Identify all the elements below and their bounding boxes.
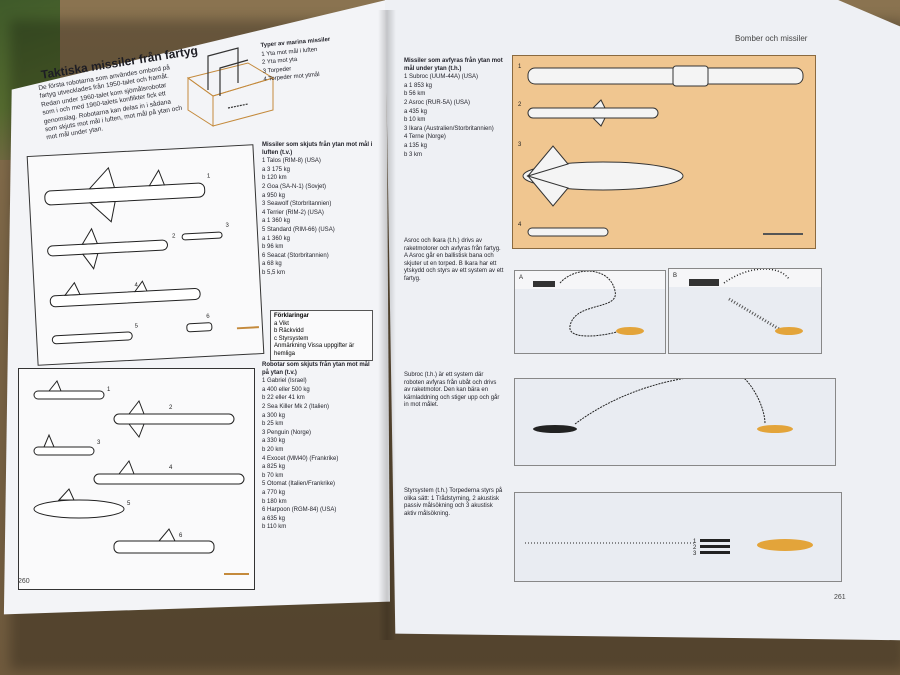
surface-missiles-text: Robotar som skjuts från ytan mot mål på … [262,362,374,533]
legend-title: Förklaringar [274,313,310,319]
surface-missile-entry: a 825 kg [262,464,286,471]
surface-missiles-box: 1 2 3 4 5 6 [18,368,255,590]
air-missile-label: 1 [207,173,211,179]
surface-missile-entry: 6 Harpoon (RGM-84) (USA) [262,507,337,514]
air-missile-entry: b 5,5 km [262,269,286,276]
air-missile-label: 3 [225,223,229,229]
surface-missile-entry: b 70 km [262,472,284,479]
guidance-label: 2 [693,545,697,551]
subsurface-title: Missiler som avfyras från ytan mot mål u… [404,58,503,72]
asroc-drawing: A [515,271,665,353]
subroc-text: Subroc (t.h.) är ett system där roboten … [404,372,500,409]
subsurface-entry: 2 Asroc (RUR-5A) (USA) [404,99,471,106]
surface-missile-entry: a 400 eller 500 kg [262,386,310,393]
air-missile-entry: a 3 175 kg [262,166,291,173]
subsurface-missiles-text: Missiler som avfyras från ytan mot mål u… [404,58,504,160]
subsurface-entry: a 1 853 kg [404,82,433,89]
subsurface-entry: 4 Terne (Norge) [404,134,446,141]
surface-missile-entry: a 300 kg [262,412,286,419]
air-missiles-title: Missiler som skjuts från ytan mot mål i … [262,142,373,156]
diagram-label-b: B [673,273,677,279]
surface-missile-label: 3 [97,440,101,446]
subsurface-entry: b 56 km [404,91,426,98]
surface-missile-entry: b 110 km [262,524,287,531]
subsurface-missiles-drawing: 1 2 3 4 [518,64,804,237]
air-missile-label: 6 [206,314,210,320]
legend-item: Anmärkning Vissa uppgifter är hemliga [274,343,355,357]
legend-item: c Styrsystem [274,335,309,342]
subroc-drawing [515,379,835,465]
air-missile-entry: a 68 kg [262,261,282,268]
surface-missile-entry: a 330 kg [262,438,286,445]
guidance-label: 1 [693,539,697,545]
surface-missile-label: 4 [169,465,173,471]
surface-missiles-drawing: 1 2 3 4 5 6 [33,380,249,575]
subsurface-entry: b 3 km [404,151,423,158]
air-missile-entry: 1 Talos (RIM-8) (USA) [262,158,321,165]
air-missiles-drawing: 1 2 3 4 5 6 [44,166,259,345]
air-missile-label: 4 [134,282,138,288]
ikara-drawing: B [669,269,821,353]
surface-missile-label: 2 [169,405,173,411]
air-missile-label: 2 [172,233,176,239]
surface-missile-entry: b 22 eller 41 km [262,395,305,402]
surface-missile-entry: 1 Gabriel (Israel) [262,378,307,385]
subsurface-entry: a 435 kg [404,108,428,115]
surface-missile-entry: 4 Exocet (MM40) (Frankrike) [262,455,339,462]
air-missile-entry: b 96 km [262,244,284,251]
air-defense-missiles-box: 1 2 3 4 5 6 [26,144,265,366]
guidance-drawing: 1 2 3 [515,493,841,581]
surface-missile-entry: a 770 kg [262,489,286,496]
surface-missile-label: 5 [127,501,131,507]
asroc-ikara-text: Asroc och Ikara (t.h.) drivs av raketmot… [404,238,504,282]
air-missile-entry: 5 Standard (RIM-66) (USA) [262,226,335,233]
surface-missile-entry: a 635 kg [262,515,286,522]
air-missile-entry: b 120 km [262,175,287,182]
surface-missile-label: 6 [179,533,183,539]
surface-missile-label: 1 [107,387,111,393]
surface-missile-entry: 3 Penguin (Norge) [262,429,312,436]
inset-cube-diagram [186,47,275,127]
surface-missile-entry: 2 Sea Killer Mk 2 (Italien) [262,403,330,410]
panel-missile-label: 3 [518,142,522,148]
air-missile-entry: a 950 kg [262,192,286,199]
page-number-left: 260 [18,578,30,585]
air-missile-entry: 3 Seawolf (Storbritannien) [262,201,332,208]
panel-missile-label: 4 [518,222,522,228]
subsurface-missiles-panel: 1 2 3 4 [512,55,816,249]
air-missile-entry: a 1 360 kg [262,218,291,225]
guidance-diagram: 1 2 3 [514,492,842,582]
air-missile-label: 5 [135,323,139,329]
subsurface-entry: b 10 km [404,117,426,124]
ikara-diagram: B [668,268,822,354]
subsurface-entry: 3 Ikara (Australien/Storbritannien) [404,125,494,132]
air-missile-entry: 2 Goa (SA-N-1) (Sovjet) [262,183,327,190]
air-missiles-text: Missiler som skjuts från ytan mot mål i … [262,142,374,279]
panel-missile-label: 2 [518,102,522,108]
book-gutter [378,10,396,640]
air-missile-entry: 4 Terrier (RIM-2) (USA) [262,209,324,216]
air-missile-entry: a 1 360 kg [262,235,291,242]
subroc-diagram [514,378,836,466]
guidance-text: Styrsystem (t.h.) Torpederna styrs på ol… [404,488,503,517]
surface-missiles-title: Robotar som skjuts från ytan mot mål på … [262,362,370,376]
surface-missile-entry: b 20 km [262,446,284,453]
legend-item: b Räckvidd [274,328,304,334]
surface-missile-entry: 5 Otomat (Italien/Frankrike) [262,481,336,488]
guidance-label: 3 [693,551,697,557]
subsurface-entry: a 135 kg [404,142,428,149]
air-missile-entry: 6 Seacat (Storbritannien) [262,252,329,259]
page-number-right: 261 [834,594,846,601]
surface-missile-entry: b 180 km [262,498,287,505]
asroc-diagram: A [514,270,666,354]
panel-missile-label: 1 [518,64,522,70]
subsurface-entry: 1 Subroc (UUM-44A) (USA) [404,74,479,81]
diagram-label-a: A [519,275,523,281]
legend-box: Förklaringar a Vikt b Räckvidd c Styrsys… [270,310,373,361]
legend-item: a Vikt [274,320,289,327]
running-header: Bomber och missiler [735,34,808,43]
surface-missile-entry: b 25 km [262,421,284,428]
